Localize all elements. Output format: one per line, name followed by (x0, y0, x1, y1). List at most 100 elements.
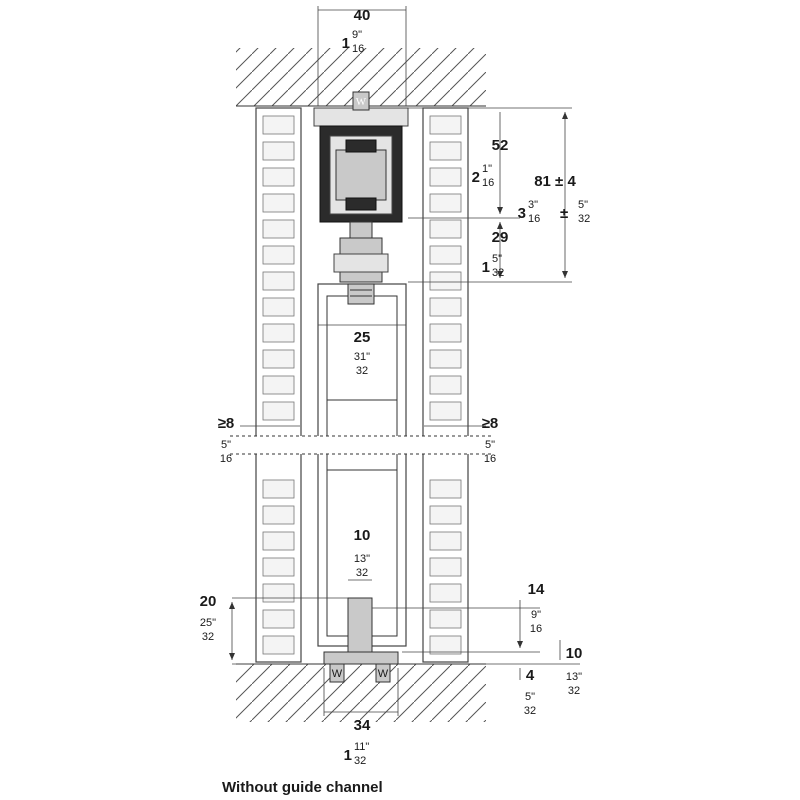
dim-gap-left-in-num: 5" (221, 439, 231, 451)
dim-track-height-in-whole: 2 (472, 169, 480, 186)
panel-cell (262, 401, 295, 421)
panel-cell (262, 115, 295, 135)
dim-hanger-height-in-num: 5" (492, 253, 502, 265)
dimension-lines (231, 6, 580, 716)
dim-gap-left-mm: ≥8 (218, 415, 235, 432)
dim-track-height-in-num: 1" (482, 163, 492, 175)
screw-mark-right: W (378, 668, 389, 680)
screw-mark: W (356, 96, 367, 108)
panel-cell (429, 115, 462, 135)
dim-groove-width-mm: 10 (354, 527, 371, 544)
panel-cell (429, 609, 462, 629)
dim-groove-width-in-num: 13" (354, 553, 370, 565)
dim-top-width-mm: 40 (354, 7, 371, 24)
panel-cell (262, 531, 295, 551)
panel-cell (262, 245, 295, 265)
dim-total-height-in-whole: 3 (518, 205, 526, 222)
panel-cell (262, 505, 295, 525)
dim-groove-depth-mm: 20 (200, 593, 217, 610)
dim-gap-left-in-den: 16 (220, 453, 232, 465)
dim-floor-gap-4-in-den: 32 (524, 705, 536, 717)
dim-floor-gap-10-in-num: 13" (566, 671, 582, 683)
dim-track-height-in-den: 16 (482, 177, 494, 189)
dim-gap-right-mm: ≥8 (482, 415, 499, 432)
panel-cell (262, 349, 295, 369)
dim-floor-guide-width-in-whole: 1 (344, 747, 352, 764)
dim-guide-width-in-num: 31" (354, 351, 370, 363)
panel-cell (262, 557, 295, 577)
dim-total-height-tol-den: 32 (578, 213, 590, 225)
panel-cell (429, 219, 462, 239)
panel-cell (262, 167, 295, 187)
caption: Without guide channel (222, 779, 383, 796)
dim-guide-width-in-den: 32 (356, 365, 368, 377)
dim-floor-gap-4-mm: 4 (526, 667, 535, 684)
top-screw: W (352, 91, 370, 111)
panel-cell (429, 349, 462, 369)
dim-gap-right-in-num: 5" (485, 439, 495, 451)
floor-guide: W W (323, 597, 399, 683)
panel-cell (262, 479, 295, 499)
panel-cell (429, 401, 462, 421)
panel-cell (262, 271, 295, 291)
dim-floor-guide-width-mm: 34 (354, 717, 371, 734)
panel-cell (262, 375, 295, 395)
dim-groove-depth-in-num: 25" (200, 617, 216, 629)
panel-cell (262, 583, 295, 603)
dim-top-width-in-den: 16 (352, 43, 364, 55)
screw-mark-left: W (332, 668, 343, 680)
dim-top-width-in-num: 9" (352, 29, 362, 41)
panel-cell (429, 167, 462, 187)
dim-guide-width-mm: 25 (354, 329, 371, 346)
dim-guide-projection-in-den: 16 (530, 623, 542, 635)
top-track (313, 107, 409, 223)
dim-total-height-tol: ± (560, 205, 568, 222)
panel-cell (429, 141, 462, 161)
panel-cell (429, 323, 462, 343)
panel-cell (262, 297, 295, 317)
dim-floor-gap-10-mm: 10 (566, 645, 583, 662)
panel-cell (262, 141, 295, 161)
panel-cell (262, 219, 295, 239)
dim-gap-right-in-den: 16 (484, 453, 496, 465)
panel-cell (429, 297, 462, 317)
dim-track-height-mm: 52 (492, 137, 509, 154)
dim-floor-gap-10-in-den: 32 (568, 685, 580, 697)
dim-guide-projection-mm: 14 (528, 581, 545, 598)
dim-floor-guide-width-in-den: 32 (354, 755, 366, 767)
panel-cell (429, 245, 462, 265)
floor-hatch (236, 664, 486, 722)
panel-cell (262, 323, 295, 343)
left-side-panel (255, 107, 302, 663)
dim-total-height-in-den: 16 (528, 213, 540, 225)
dim-hanger-height-in-whole: 1 (482, 259, 490, 276)
dim-total-height-tol-num: 5" (578, 199, 588, 211)
panel-cell (429, 271, 462, 291)
panel-cell (429, 505, 462, 525)
dim-groove-width-in-den: 32 (356, 567, 368, 579)
right-side-panel (422, 107, 469, 663)
dim-total-height-mm: 81 ± 4 (534, 173, 576, 190)
panel-cell (429, 531, 462, 551)
hanger (333, 221, 389, 305)
dim-hanger-height-mm: 29 (492, 229, 509, 246)
panel-cell (429, 635, 462, 655)
dim-groove-depth-in-den: 32 (202, 631, 214, 643)
dim-floor-guide-width-in-num: 11" (354, 741, 369, 753)
panel-cell (429, 583, 462, 603)
dim-hanger-height-in-den: 32 (492, 267, 504, 279)
arrowheads (229, 112, 568, 660)
panel-cell (429, 193, 462, 213)
panel-cell (262, 635, 295, 655)
panel-cell (429, 479, 462, 499)
panel-cell (429, 557, 462, 577)
dim-total-height-in-num: 3" (528, 199, 538, 211)
dimension-labels: 40 1 9" 16 52 2 1" 16 81 ± 4 3 3" 16 ± 5… (200, 7, 591, 767)
panel-cell (429, 375, 462, 395)
panel-cell (262, 609, 295, 629)
panel-cell (262, 193, 295, 213)
break-gap (230, 436, 494, 454)
dim-top-width-in-whole: 1 (342, 35, 350, 52)
dim-guide-projection-in-num: 9" (531, 609, 541, 621)
